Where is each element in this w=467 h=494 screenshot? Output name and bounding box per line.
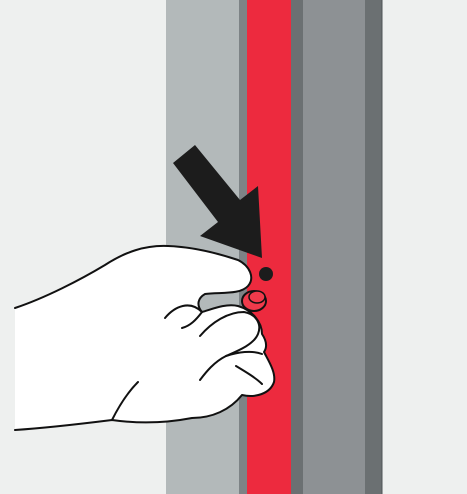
arrow-down-right-icon <box>173 145 262 258</box>
hand-outline <box>14 244 276 431</box>
dark-edge-strip <box>291 0 303 494</box>
knuckle-line-1 <box>225 350 263 357</box>
hole-dot-icon <box>259 267 273 281</box>
wrist-line <box>111 381 139 421</box>
hand-icon <box>14 244 276 431</box>
grey-rail <box>303 0 365 494</box>
thumb-outline <box>199 310 261 381</box>
red-plug-icon <box>241 290 267 312</box>
finger-crease-2 <box>181 311 203 329</box>
finger-crease-1 <box>164 304 203 319</box>
knuckle-line-2 <box>235 365 263 385</box>
darker-rail <box>365 0 382 494</box>
